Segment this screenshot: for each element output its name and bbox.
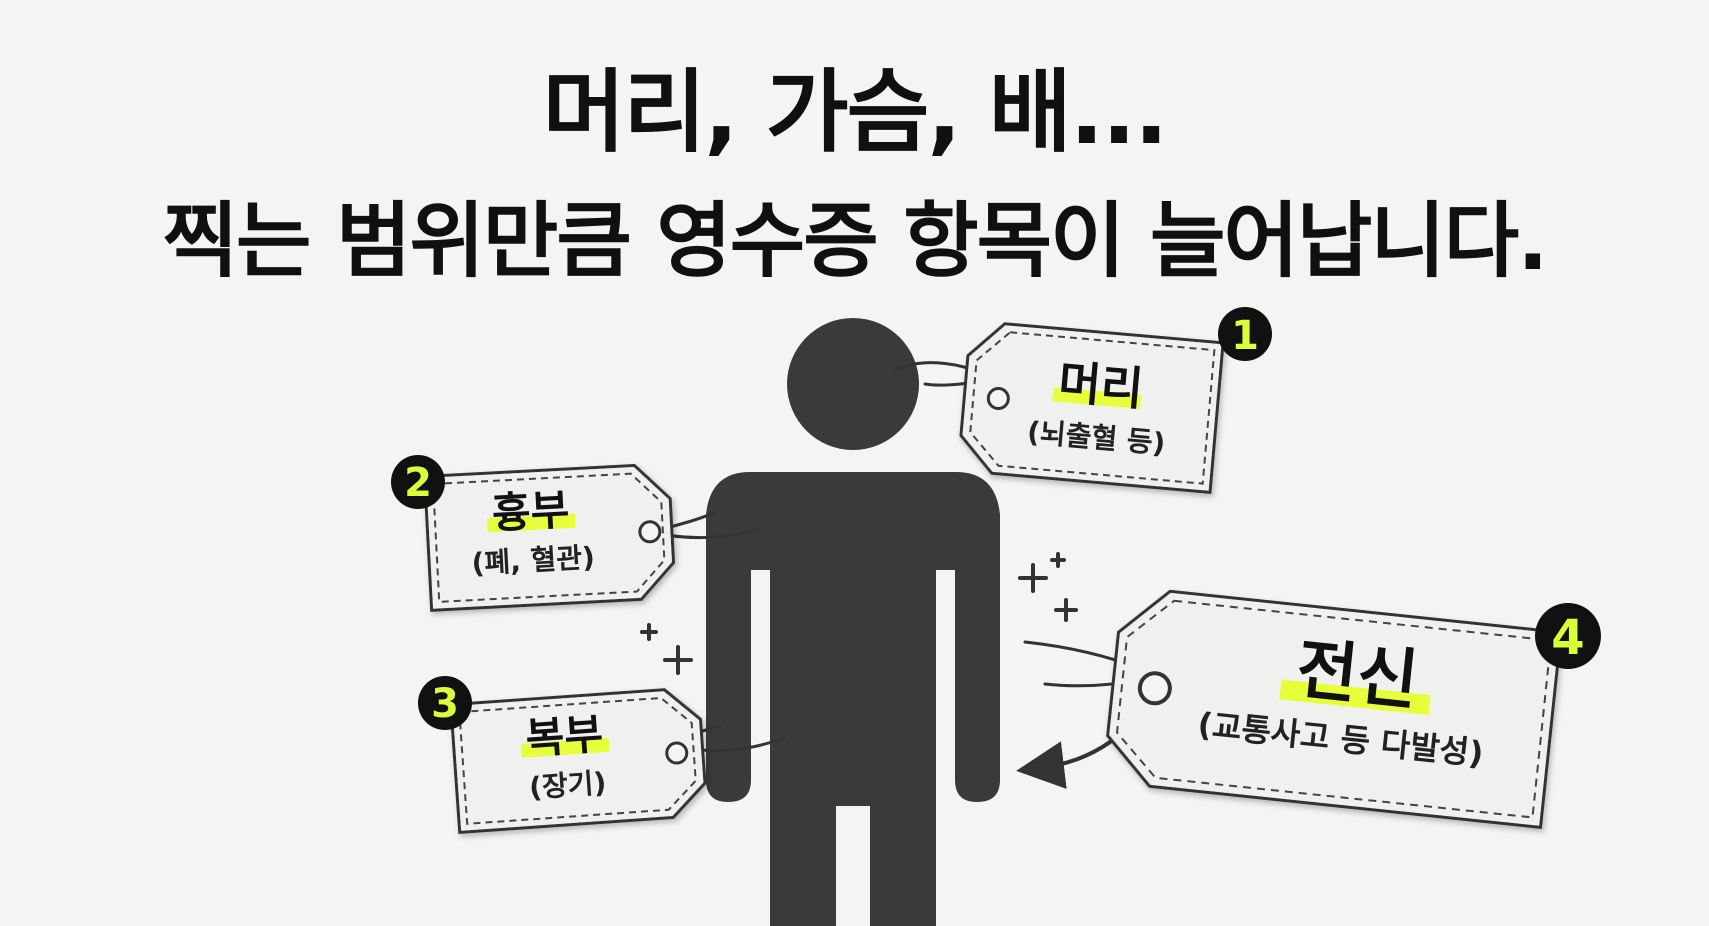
number-badge: 1 bbox=[1218, 307, 1272, 361]
tag-title: 전신 bbox=[1293, 630, 1422, 719]
tag-whole-body: 전신 (교통사고 등 다발성) bbox=[1106, 589, 1563, 829]
headline-line-2: 찍는 범위만큼 영수증 항목이 늘어납니다. bbox=[162, 194, 1549, 289]
badge-number: 1 bbox=[1231, 313, 1259, 359]
tag-title: 복부 bbox=[524, 709, 605, 763]
badge-number: 4 bbox=[1551, 610, 1584, 666]
number-badge: 4 bbox=[1535, 603, 1601, 669]
number-badge: 2 bbox=[391, 455, 445, 509]
tag-chest: 흉부 (폐, 혈관) bbox=[423, 463, 676, 612]
badge-number: 3 bbox=[431, 681, 459, 727]
tag-abdomen: 복부 (장기) bbox=[449, 688, 707, 834]
tag-head: 머리 (뇌출혈 등) bbox=[959, 322, 1225, 494]
tag-subtitle: (폐, 혈관) bbox=[471, 541, 596, 580]
headline-line-1: 머리, 가슴, 배... bbox=[542, 60, 1169, 165]
sparkle-icon bbox=[640, 552, 1078, 675]
tag-title: 흉부 bbox=[491, 485, 571, 538]
tag-subtitle: (장기) bbox=[528, 766, 607, 804]
human-figure-icon bbox=[706, 318, 1000, 926]
badge-number: 2 bbox=[404, 460, 432, 506]
number-badge: 3 bbox=[418, 676, 472, 730]
tag-title: 머리 bbox=[1056, 355, 1145, 416]
